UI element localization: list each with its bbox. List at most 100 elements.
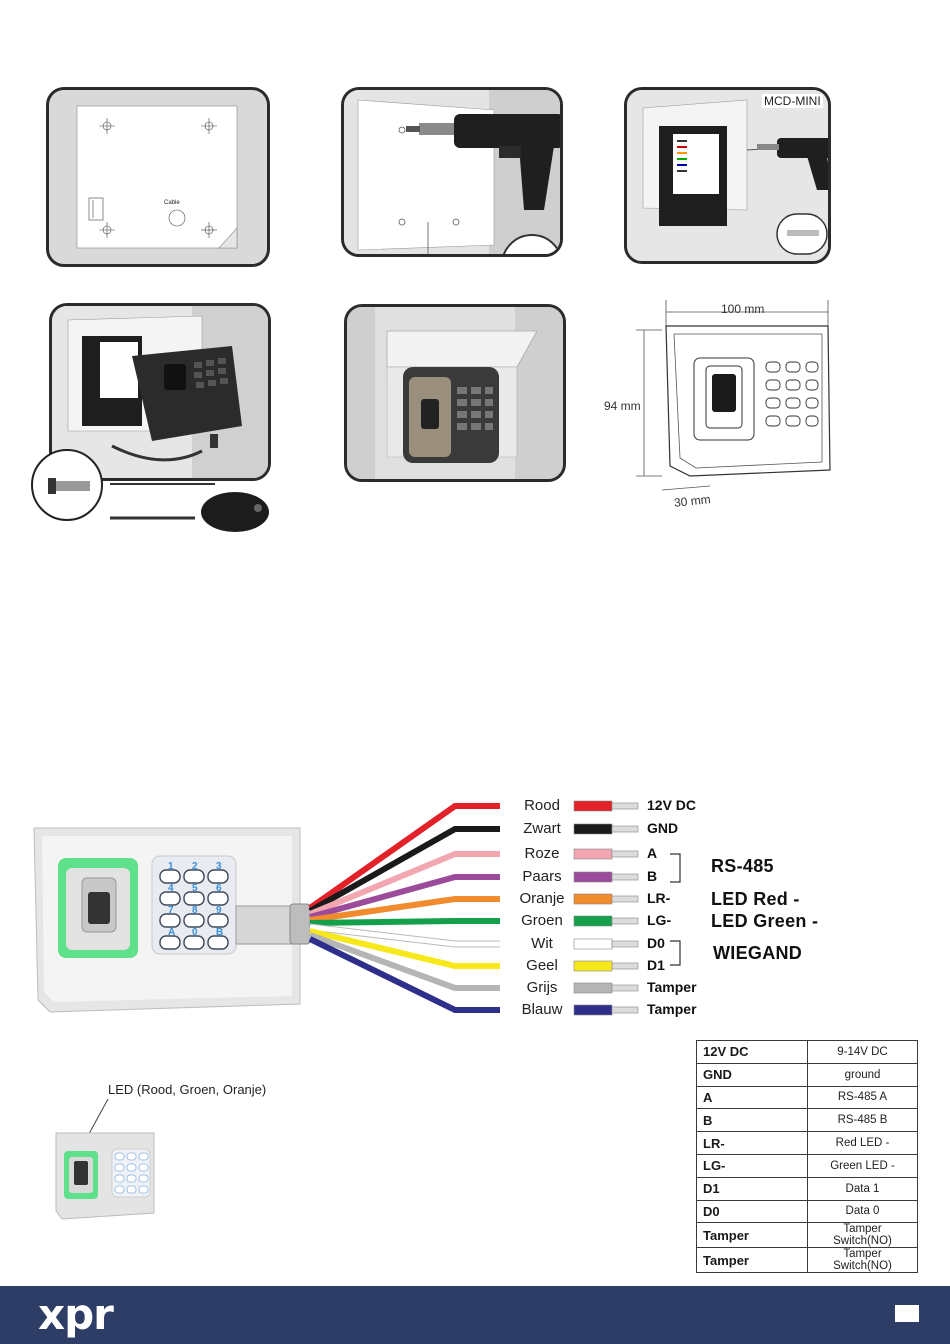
drilling-template-illustration: Cable	[76, 105, 238, 249]
led-green-group-label: LED Green -	[711, 911, 819, 931]
keypad-key-label: 3	[216, 861, 222, 872]
keypad-key	[207, 935, 229, 950]
keypad-key-label: A	[168, 927, 175, 938]
spec-key: LR-	[696, 1131, 808, 1155]
spec-value: 9-14V DC	[807, 1040, 918, 1064]
keypad-key-label: 5	[192, 883, 198, 894]
keypad-key-label: 4	[168, 883, 174, 894]
step-mount-panel	[624, 87, 831, 264]
spec-key: D1	[696, 1176, 808, 1201]
wire-terminal	[611, 825, 639, 833]
drill-icon	[406, 114, 560, 210]
wire-signal-label: Tamper	[647, 979, 697, 995]
wire-roze	[308, 851, 500, 917]
keypad-key-label: B	[216, 927, 223, 938]
wire-color-label: Oranje	[519, 890, 565, 907]
led-red-group-label: LED Red -	[711, 889, 800, 909]
wire-terminal	[611, 1006, 639, 1014]
wire-terminal	[611, 917, 639, 925]
wire-signal-label: D1	[647, 957, 665, 973]
wire-rood	[308, 803, 500, 911]
keypad-key	[159, 869, 181, 884]
keypad-key	[183, 935, 205, 950]
wire-color-label: Groen	[521, 912, 563, 929]
wire-terminal	[611, 873, 639, 881]
keypad-key	[183, 869, 205, 884]
mcd-mini-label: MCD-MINI	[762, 94, 823, 108]
keypad-key	[159, 935, 181, 950]
wire-color-label: Rood	[524, 797, 560, 814]
wire-core-wit	[309, 924, 500, 947]
keypad-key	[183, 913, 205, 928]
led-callout-label: LED (Rood, Groen, Oranje)	[108, 1082, 267, 1097]
xpr-logo: xpr	[38, 1290, 114, 1339]
rotate-arrow-icon	[111, 444, 203, 462]
page-number-box	[895, 1305, 919, 1322]
wire-grijs	[308, 932, 500, 991]
wire-zwart	[308, 826, 500, 914]
spec-value: Tamper Switch(NO)	[807, 1222, 918, 1249]
wire-groen	[309, 918, 500, 926]
screwdriver-icon	[757, 138, 828, 190]
keypad-key-label: 9	[216, 905, 222, 916]
reader-device-icon	[132, 346, 242, 441]
wire-color-label: Wit	[531, 935, 553, 952]
rs485-group-label: RS-485	[711, 856, 774, 876]
step-attach-panel	[49, 303, 271, 481]
spec-value: RS-485 A	[807, 1085, 918, 1110]
finished-mount-illustration	[347, 307, 563, 479]
wire-sleeve	[573, 915, 613, 927]
wire-sleeve	[573, 960, 613, 972]
keypad-key	[207, 891, 229, 906]
wire-signal-label: B	[647, 868, 658, 884]
keypad-key-label: 8	[192, 905, 198, 916]
keypad-key	[183, 891, 205, 906]
wire-terminal	[611, 962, 639, 970]
rs485-bracket	[670, 853, 681, 883]
keypad-key-label: 0	[192, 927, 198, 938]
wire-color-label: Geel	[526, 957, 558, 974]
wire-color-label: Blauw	[521, 1001, 563, 1018]
keypad-key	[207, 869, 229, 884]
wire-signal-label: 12V DC	[647, 797, 697, 813]
wire-sleeve	[573, 938, 613, 950]
wire-sleeve	[573, 982, 613, 994]
cable-label: Cable	[164, 200, 180, 206]
height-dimension: 94 mm	[604, 399, 641, 413]
spec-key: Tamper	[696, 1222, 808, 1249]
spec-value: ground	[807, 1062, 918, 1087]
wire-blauw	[308, 936, 500, 1013]
step-drill-panel	[341, 87, 563, 257]
spec-key: GND	[696, 1062, 808, 1087]
spec-value: RS-485 B	[807, 1108, 918, 1133]
spec-key: B	[696, 1108, 808, 1133]
spec-value: Red LED -	[807, 1131, 918, 1155]
spec-value: Tamper Switch(NO)	[807, 1247, 918, 1274]
keypad-key-label: 1	[168, 861, 174, 872]
spec-key: Tamper	[696, 1247, 808, 1274]
wire-terminal	[611, 940, 639, 948]
wire-color-label: Grijs	[526, 979, 558, 996]
reader-device-icon	[403, 367, 499, 463]
wire-signal-label: Tamper	[647, 1001, 697, 1017]
wire-sleeve	[573, 1004, 613, 1016]
dimension-drawing	[636, 300, 831, 491]
spec-value: Green LED -	[807, 1153, 918, 1178]
attach-reader-illustration	[52, 306, 268, 478]
wire-oranje	[309, 896, 500, 923]
wiegand-bracket	[670, 940, 681, 966]
mount-illustration	[627, 90, 828, 261]
wire-signal-label: GND	[647, 820, 679, 836]
reader-outline-icon	[665, 325, 831, 477]
keypad-key	[159, 891, 181, 906]
wire-terminal	[611, 984, 639, 992]
